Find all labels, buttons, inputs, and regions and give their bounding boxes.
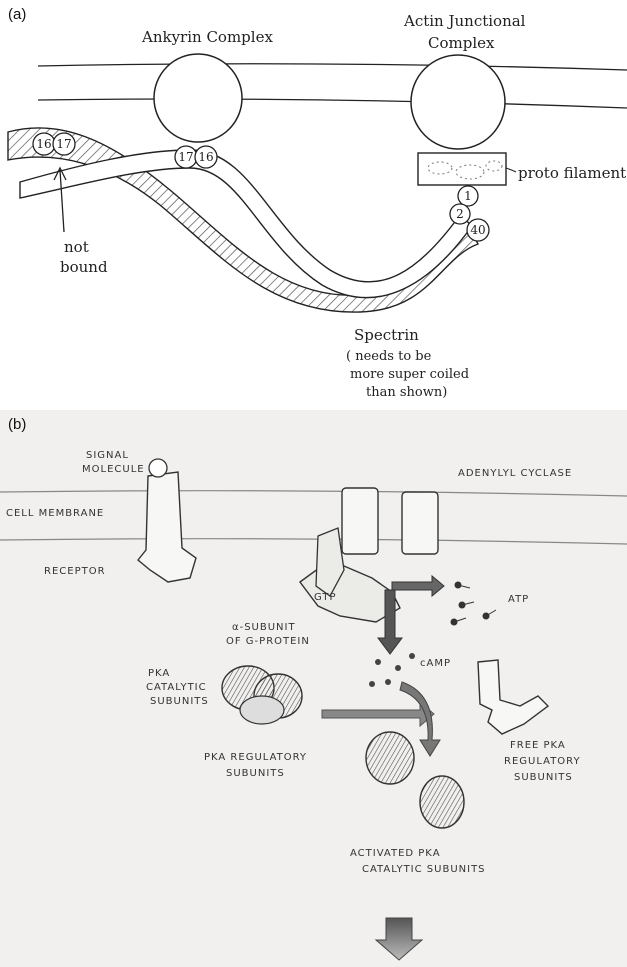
pka-complex	[222, 666, 302, 724]
activated-pka-label-1: ACTIVATED PKA	[350, 848, 441, 859]
receptor-label: RECEPTOR	[44, 566, 106, 577]
circle-40: 40	[470, 223, 485, 237]
actin-complex-label: Complex	[428, 34, 495, 52]
not-bound-label-2: bound	[60, 258, 108, 276]
gtp-label: GTP	[314, 592, 337, 603]
circle-16a: 16	[36, 137, 51, 151]
pka-catalytic-label-3: SUBUNITS	[150, 696, 209, 707]
panel-a-sketch: 16 17 17 16 1 2 40 Ankyrin Complex Actin…	[0, 0, 627, 405]
free-pka-label-1: FREE PKA	[510, 740, 566, 751]
protofilament-box	[418, 153, 506, 185]
spectrin-label: Spectrin	[354, 326, 419, 344]
not-bound-label-1: not	[64, 238, 89, 256]
adenylyl-cyclase-right	[402, 492, 438, 554]
atp-molecules	[451, 582, 496, 625]
panel-a: (a)	[0, 0, 627, 405]
alpha-subunit-label-2: OF G-PROTEIN	[226, 636, 310, 647]
spectrin-note-1: ( needs to be	[346, 349, 432, 364]
atp-label: ATP	[508, 594, 529, 605]
free-pka-label-3: SUBUNITS	[514, 772, 573, 783]
activated-pka-label-2: CATALYTIC SUBUNITS	[362, 864, 486, 875]
membrane-line-top	[38, 64, 627, 70]
cell-membrane-label: CELL MEMBRANE	[6, 508, 104, 519]
adenylyl-cyclase-left	[342, 488, 378, 554]
spectrin-note-3: than shown)	[366, 385, 447, 400]
actin-complex-circle	[411, 55, 505, 149]
circle-17b: 17	[178, 150, 193, 164]
downstream-arrow	[376, 918, 422, 960]
circle-2: 2	[456, 207, 464, 221]
pka-regulatory-label-1: PKA REGULATORY	[204, 752, 307, 763]
pka-catalytic-label-2: CATALYTIC	[146, 682, 207, 693]
protofilament-label: proto filament	[518, 164, 626, 182]
alpha-subunit-label-1: α-SUBUNIT	[232, 622, 296, 633]
signal-molecule-circle	[149, 459, 167, 477]
camp-molecules	[369, 653, 415, 689]
activated-subunit-2	[420, 776, 464, 828]
circle-17a: 17	[56, 137, 71, 151]
cell-membrane-bottom	[0, 539, 627, 544]
ankyrin-complex-label: Ankyrin Complex	[141, 28, 273, 46]
membrane-line-bottom	[38, 99, 627, 108]
signal-molecule-label-1: SIGNAL	[86, 450, 129, 461]
pka-right-arrow	[322, 702, 434, 726]
spectrin-note-2: more super coiled	[350, 367, 469, 382]
pka-regulatory-label-2: SUBUNITS	[226, 768, 285, 779]
camp-label: cAMP	[420, 658, 451, 669]
receptor-shape	[138, 472, 196, 582]
ankyrin-complex-circle	[154, 54, 242, 142]
circle-1: 1	[464, 189, 472, 203]
pka-catalytic-label-1: PKA	[148, 668, 170, 679]
ac-right-arrow	[392, 576, 444, 596]
free-regulatory-subunits	[478, 660, 548, 734]
actin-junctional-label: Actin Junctional	[403, 12, 526, 30]
cell-membrane-top	[0, 491, 627, 496]
activated-subunit-1	[366, 732, 414, 784]
free-pka-label-2: REGULATORY	[504, 756, 581, 767]
signal-molecule-label-2: MOLECULE	[82, 464, 145, 475]
panel-b: (b)	[0, 410, 627, 967]
circle-16b: 16	[198, 150, 213, 164]
panel-b-sketch: SIGNAL MOLECULE CELL MEMBRANE ADENYLYL C…	[0, 410, 627, 967]
adenylyl-cyclase-label: ADENYLYL CYCLASE	[458, 468, 572, 479]
